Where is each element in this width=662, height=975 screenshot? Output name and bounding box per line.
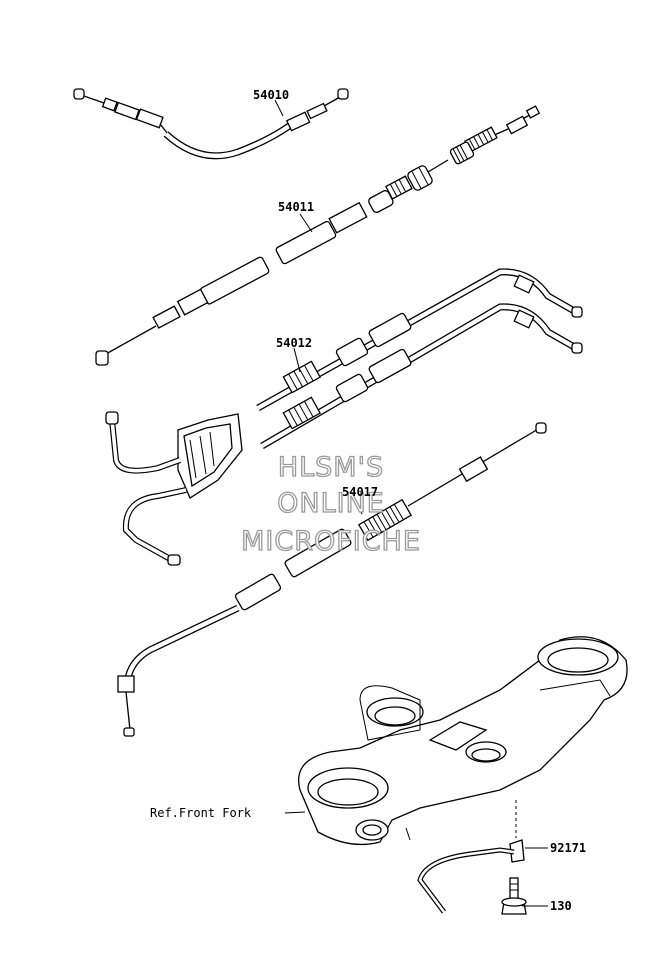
cable-end-fitting [73, 88, 85, 100]
callout-54012: 54012 [276, 336, 312, 350]
callout-130: 130 [550, 899, 572, 913]
cable-54017 [117, 422, 547, 737]
callout-54011: 54011 [278, 200, 314, 214]
leader-ref-front-fork [284, 811, 306, 814]
watermark-line1: HLSM'S [278, 452, 384, 483]
bolt-130 [501, 877, 527, 915]
callout-ref-front-fork: Ref.Front Fork [150, 806, 252, 820]
watermark-line2: ONLINE [277, 488, 385, 519]
callout-54010: 54010 [253, 88, 289, 102]
callout-54017: 54017 [342, 485, 378, 499]
cable-54010 [73, 88, 349, 160]
watermark-line3: MICROFICHE [241, 526, 421, 557]
cable-54012 [105, 268, 583, 566]
callout-92171: 92171 [550, 841, 586, 855]
cable-clamp-92171 [417, 800, 525, 914]
cable-54011 [95, 105, 541, 366]
steering-stem-top-bridge [298, 636, 628, 846]
